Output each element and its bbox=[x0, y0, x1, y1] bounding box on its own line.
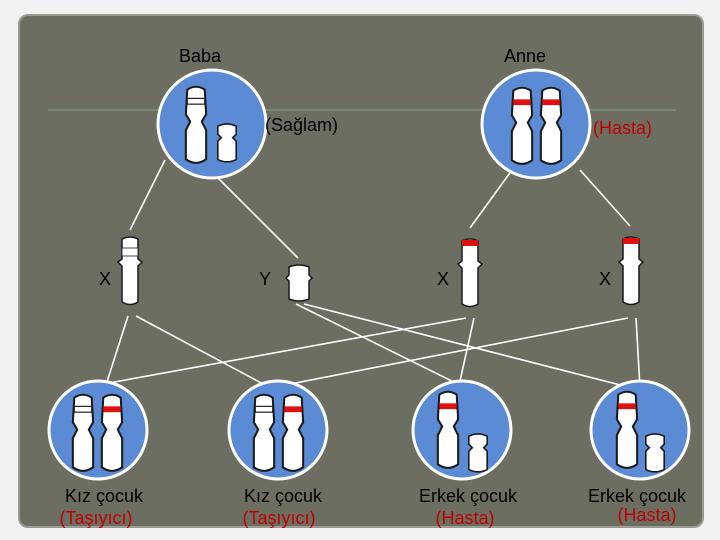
father-y-chromosome bbox=[218, 124, 236, 162]
line-x1-to-child1 bbox=[98, 318, 466, 385]
child-cell-4 bbox=[591, 381, 689, 479]
mother-cell bbox=[482, 70, 590, 178]
child-3-label: Erkek çocuk bbox=[419, 486, 517, 507]
mother-cell-body bbox=[482, 70, 590, 178]
line-x2-to-child2 bbox=[270, 318, 628, 388]
child-cell-2 bbox=[229, 381, 327, 479]
child-1-status: (Taşıyıcı) bbox=[59, 508, 132, 529]
gamete-mother-x-1 bbox=[458, 239, 482, 307]
child-3-status: (Hasta) bbox=[435, 508, 494, 529]
child-1-label: Kız çocuk bbox=[65, 486, 143, 507]
child-2-label: Kız çocuk bbox=[244, 486, 322, 507]
child-4-status: (Hasta) bbox=[617, 505, 676, 526]
father-label: Baba bbox=[179, 46, 221, 67]
child-2-x-from-mother bbox=[283, 395, 303, 471]
child-2-status: (Taşıyıcı) bbox=[242, 508, 315, 529]
child-4-x-from-mother bbox=[617, 392, 637, 468]
line-father-to-x bbox=[130, 160, 165, 230]
child-cell-3 bbox=[413, 381, 511, 479]
child-1-body bbox=[49, 381, 147, 479]
line-mother-to-x2 bbox=[580, 170, 630, 226]
child-2-body bbox=[229, 381, 327, 479]
gamete-chromosomes bbox=[118, 237, 643, 307]
child-3-body bbox=[413, 381, 511, 479]
child-3-x-from-mother bbox=[438, 392, 458, 468]
gamete-label-mother-x-1: X bbox=[437, 269, 449, 290]
gamete-mother-x-2 bbox=[619, 237, 643, 305]
gamete-father-y bbox=[286, 265, 312, 301]
mother-x-chromosome-2 bbox=[541, 88, 561, 164]
child-cell-1 bbox=[49, 381, 147, 479]
child-3-y-from-father bbox=[469, 434, 487, 472]
child-2-x-from-father bbox=[254, 395, 274, 471]
father-cell bbox=[158, 70, 266, 178]
connector-lines bbox=[98, 160, 640, 390]
line-x1-to-child3 bbox=[458, 318, 474, 390]
line-x2-to-child4 bbox=[636, 318, 640, 388]
mother-status: (Hasta) bbox=[593, 118, 652, 139]
child-4-label: Erkek çocuk bbox=[588, 486, 686, 507]
mother-label: Anne bbox=[504, 46, 546, 67]
child-1-x-from-father bbox=[73, 395, 93, 471]
child-1-x-from-mother bbox=[102, 395, 122, 471]
gamete-father-x bbox=[118, 237, 142, 305]
gamete-label-mother-x-2: X bbox=[599, 269, 611, 290]
line-x-to-child1 bbox=[105, 316, 128, 388]
gamete-label-father-x: X bbox=[99, 269, 111, 290]
child-4-y-from-father bbox=[646, 434, 664, 472]
father-cell-body bbox=[158, 70, 266, 178]
child-4-body bbox=[591, 381, 689, 479]
line-mother-to-x1 bbox=[470, 170, 512, 228]
line-father-to-y bbox=[215, 175, 298, 258]
father-status: (Sağlam) bbox=[265, 115, 338, 136]
mother-x-chromosome-1 bbox=[512, 88, 532, 164]
gamete-label-father-y: Y bbox=[259, 269, 271, 290]
father-x-chromosome bbox=[186, 87, 206, 163]
